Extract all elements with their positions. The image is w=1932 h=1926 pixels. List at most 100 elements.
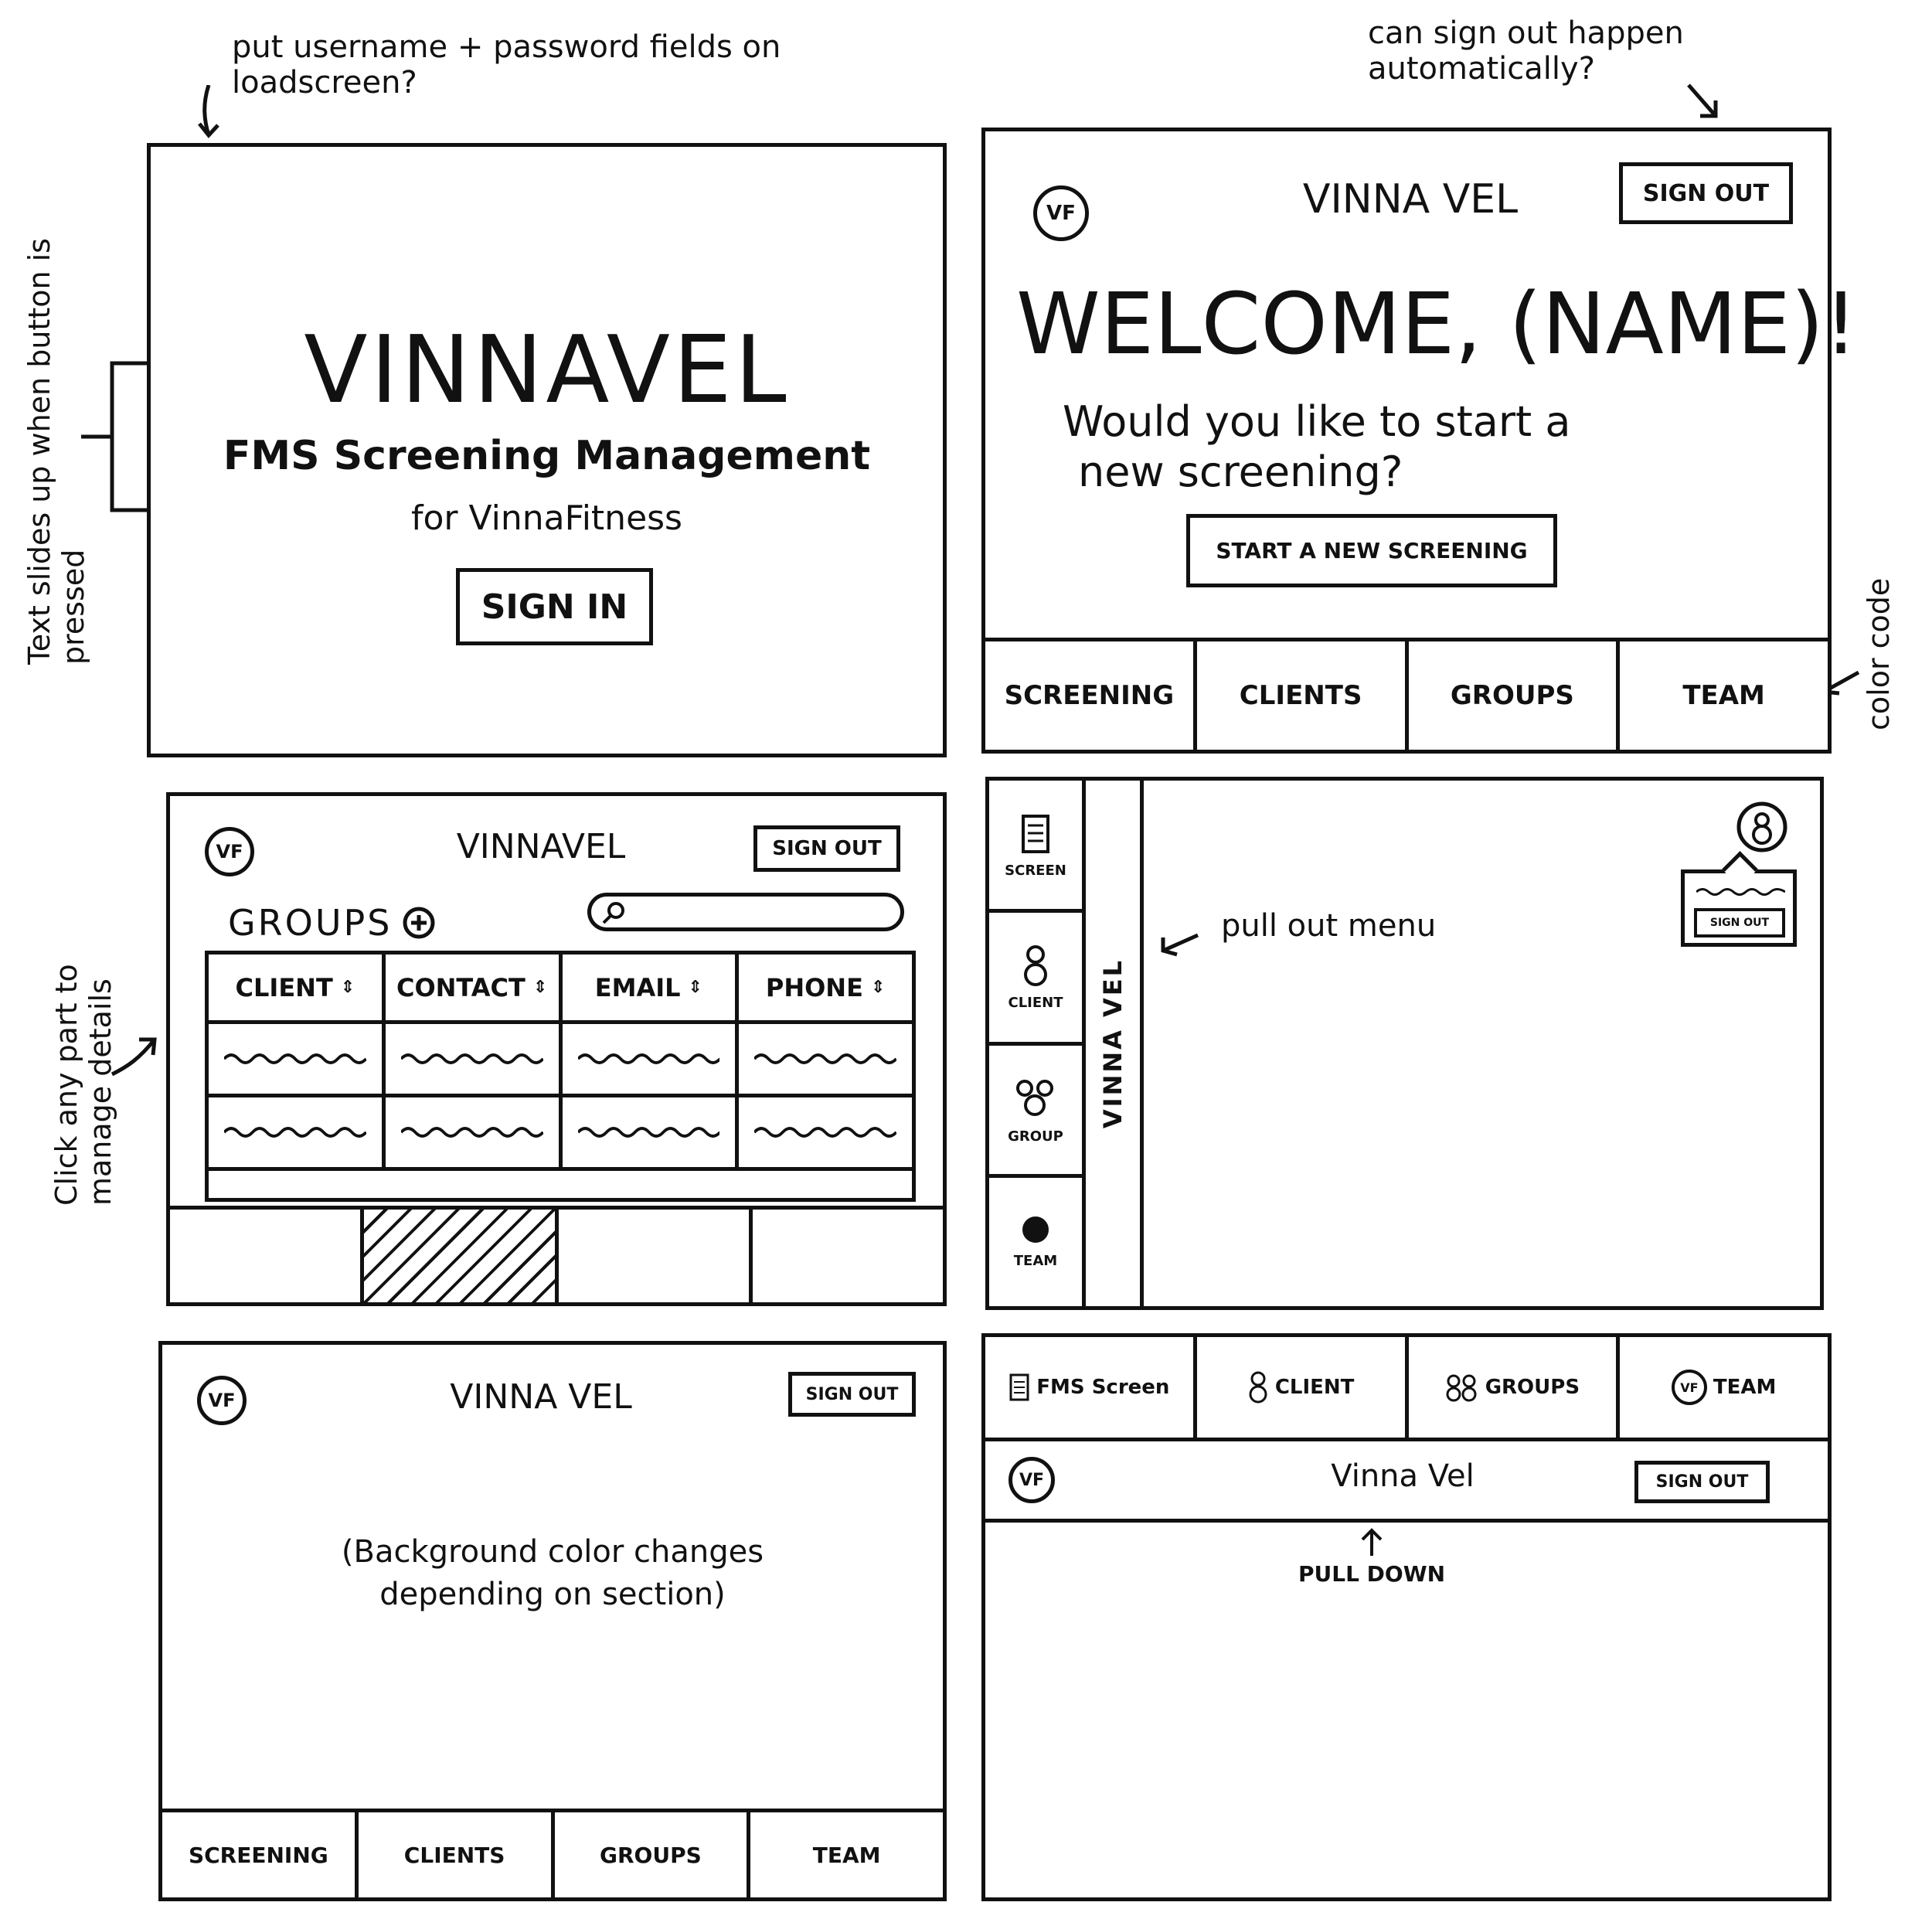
sort-icon[interactable]: ⇕ <box>340 978 355 997</box>
column-header-email[interactable]: EMAIL⇕ <box>563 954 740 1020</box>
app-title: VINNAVEL <box>304 317 790 424</box>
signout-note: can sign out happen automatically? <box>1368 15 1684 87</box>
avatar-icon[interactable] <box>1735 800 1789 854</box>
arrow-up-icon <box>1361 1528 1383 1556</box>
start-new-screening-button[interactable]: START A NEW SCREENING <box>1186 514 1557 587</box>
person-icon <box>1249 1371 1267 1404</box>
arrow-right-icon <box>111 1037 157 1077</box>
bottom-tab-bar: SCREENING CLIENTS GROUPS TEAM <box>985 638 1828 750</box>
top-tab-bar: FMS Screen CLIENT GROUPS VF TEAM <box>985 1337 1828 1441</box>
arrow-down-icon <box>198 85 219 138</box>
person-icon <box>1024 944 1047 986</box>
tab-clients-active[interactable] <box>364 1210 559 1302</box>
tab-groups[interactable]: GROUPS <box>1409 1337 1621 1438</box>
sidebar-item-label: GROUP <box>1008 1128 1063 1145</box>
tab-fms-screen[interactable]: FMS Screen <box>985 1337 1197 1438</box>
tab-clients[interactable]: CLIENTS <box>1192 641 1405 750</box>
section-title: GROUPS <box>228 902 393 944</box>
groups-table: CLIENT⇕ CONTACT⇕ EMAIL⇕ PHONE⇕ <box>205 951 916 1202</box>
tab-groups[interactable]: GROUPS <box>550 1812 747 1897</box>
app-subtitle: FMS Screening Management <box>223 433 871 479</box>
app-title: VINNA VEL <box>1302 176 1519 223</box>
welcome-heading: WELCOME, (NAME)! <box>1016 274 1859 373</box>
tab-screening[interactable] <box>170 1210 365 1302</box>
sidebar: SCREEN CLIENT GROUP TEAM <box>989 781 1086 1306</box>
table-cell[interactable] <box>739 1097 912 1167</box>
table-cell[interactable] <box>563 1097 740 1167</box>
add-icon[interactable] <box>402 906 436 940</box>
vf-logo-icon: VF <box>1009 1457 1055 1503</box>
sidebar-item-group[interactable]: GROUP <box>989 1046 1082 1178</box>
tab-screening[interactable]: SCREENING <box>188 1842 328 1868</box>
tab-clients[interactable]: CLIENTS <box>354 1812 551 1897</box>
sign-out-button[interactable]: SIGN OUT <box>1694 908 1785 937</box>
bracket-icon <box>81 361 155 512</box>
column-header-client[interactable]: CLIENT⇕ <box>209 954 386 1020</box>
header-bar: VF Vinna Vel SIGN OUT <box>985 1441 1828 1523</box>
table-cell[interactable] <box>739 1024 912 1094</box>
table-cell[interactable] <box>386 1097 563 1167</box>
tab-team[interactable]: TEAM <box>1616 641 1828 750</box>
team-badge-icon <box>1022 1217 1049 1244</box>
sidebar-title-strip[interactable]: VINNA VEL <box>1086 781 1144 1306</box>
app-tagline: for VinnaFitness <box>411 499 682 538</box>
vf-logo-icon: VF <box>1033 185 1089 241</box>
group-icon <box>1016 1080 1053 1117</box>
bottom-tab-bar <box>170 1206 943 1302</box>
clipboard-icon <box>1022 814 1049 853</box>
vf-logo-icon: VF <box>1671 1370 1707 1405</box>
load-screen-note: put username + password fields on loadsc… <box>232 29 781 100</box>
sidebar-item-team[interactable]: TEAM <box>989 1178 1082 1306</box>
sort-icon[interactable]: ⇕ <box>532 978 548 997</box>
sign-out-button[interactable]: SIGN OUT <box>788 1372 916 1417</box>
table-cell[interactable] <box>209 1097 386 1167</box>
clipboard-icon <box>1009 1373 1029 1401</box>
sidebar-item-screen[interactable]: SCREEN <box>989 781 1082 914</box>
arrow-left-icon <box>1161 933 1199 957</box>
tab-team[interactable]: VF TEAM <box>1620 1337 1828 1438</box>
bottom-tab-bar: SCREENING CLIENTS GROUPS TEAM <box>162 1809 943 1897</box>
pulldown-screen-frame: FMS Screen CLIENT GROUPS VF TEAM VF Vinn… <box>981 1333 1832 1901</box>
sidebar-item-label: CLIENT <box>1008 994 1063 1011</box>
sidebar-screen-frame: SCREEN CLIENT GROUP TEAM VINNA VEL pull … <box>985 777 1824 1310</box>
section-screen-frame: VF VINNA VEL SIGN OUT (Background color … <box>158 1341 947 1901</box>
vf-logo-icon: VF <box>197 1376 247 1425</box>
groups-screen-frame: VF VINNAVEL SIGN OUT GROUPS CLIENT⇕ CONT… <box>166 792 947 1306</box>
column-header-phone[interactable]: PHONE⇕ <box>765 972 886 1002</box>
sign-out-button[interactable]: SIGN OUT <box>753 825 900 872</box>
vf-logo-icon: VF <box>205 827 254 876</box>
search-icon <box>602 902 624 924</box>
group-icon <box>1446 1374 1477 1402</box>
app-title: VINNAVEL <box>456 827 626 866</box>
tab-team[interactable] <box>753 1210 943 1302</box>
tab-team[interactable]: TEAM <box>747 1812 943 1897</box>
table-row[interactable] <box>209 1097 912 1171</box>
vertical-app-title: VINNA VEL <box>1098 958 1128 1129</box>
table-row[interactable] <box>209 1024 912 1097</box>
load-screen-frame: VINNAVEL FMS Screening Management for Vi… <box>147 143 947 757</box>
body-note-line-1: (Background color changes <box>341 1534 764 1570</box>
table-header: CLIENT⇕ CONTACT⇕ EMAIL⇕ PHONE⇕ <box>209 954 912 1024</box>
sign-in-button[interactable]: SIGN IN <box>456 568 653 645</box>
account-popover: SIGN OUT <box>1681 851 1797 947</box>
sidebar-item-client[interactable]: CLIENT <box>989 913 1082 1046</box>
table-cell[interactable] <box>209 1024 386 1094</box>
welcome-screen-frame: VF VINNA VEL SIGN OUT WELCOME, (NAME)! W… <box>981 128 1859 754</box>
column-header-contact[interactable]: CONTACT⇕ <box>386 954 563 1020</box>
pull-down-note: PULL DOWN <box>1298 1561 1446 1587</box>
table-cell[interactable] <box>563 1024 740 1094</box>
sign-out-button[interactable]: SIGN OUT <box>1619 162 1793 224</box>
tab-client[interactable]: CLIENT <box>1197 1337 1409 1438</box>
arrow-down-icon <box>1687 83 1718 118</box>
color-code-note: color code <box>1862 577 1896 730</box>
search-input[interactable] <box>587 893 904 931</box>
tab-screening[interactable]: SCREENING <box>1004 680 1175 711</box>
sign-out-button[interactable]: SIGN OUT <box>1634 1461 1770 1503</box>
tab-groups[interactable]: GROUPS <box>1404 641 1617 750</box>
sidebar-item-label: TEAM <box>1013 1253 1058 1270</box>
table-cell[interactable] <box>386 1024 563 1094</box>
sort-icon[interactable]: ⇕ <box>688 978 702 997</box>
sidebar-item-label: SCREEN <box>1005 862 1066 879</box>
tab-groups[interactable] <box>559 1210 753 1302</box>
sort-icon[interactable]: ⇕ <box>870 978 886 997</box>
